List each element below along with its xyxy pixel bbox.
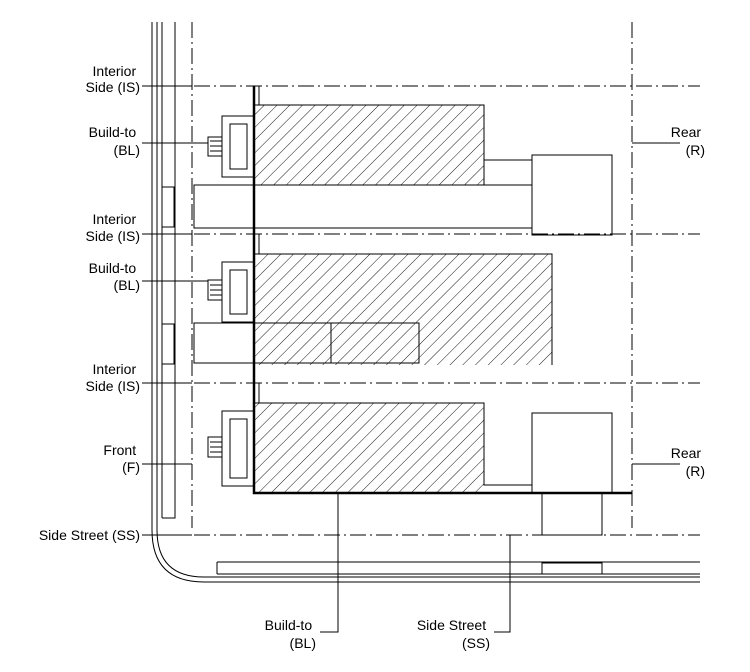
label-front: Front (F) <box>103 442 140 475</box>
sidewalk-patches <box>161 186 603 575</box>
label-side-street-left: Side Street (SS) <box>39 527 140 543</box>
labels: Interior Side (IS) Build-to (BL) Interio… <box>39 63 705 651</box>
porch-3 <box>221 410 254 487</box>
label-build-to-bottom: Build-to (BL) <box>265 617 316 651</box>
label-rear-bottom: Rear (R) <box>671 445 705 479</box>
building-1-rear <box>483 159 533 186</box>
building-3 <box>254 403 484 493</box>
label-side-street-bottom: Side Street (SS) <box>417 617 490 651</box>
label-interior-side-3: Interior Side (IS) <box>86 361 140 394</box>
driveway-3 <box>541 492 603 536</box>
street-curb-lines <box>151 22 700 583</box>
leader-lines <box>142 85 680 633</box>
accessory-2 <box>330 322 420 364</box>
building-1 <box>254 105 484 185</box>
label-interior-side-2: Interior Side (IS) <box>86 211 140 244</box>
porch-2 <box>221 261 254 323</box>
label-rear-top: Rear (R) <box>671 124 705 158</box>
label-build-to-2: Build-to (BL) <box>89 260 140 293</box>
label-build-to-1: Build-to (BL) <box>89 124 140 158</box>
accessory-3 <box>531 412 613 494</box>
setback-lines <box>142 22 700 536</box>
building-2 <box>254 254 552 365</box>
lot-3 <box>207 402 613 536</box>
accessory-1 <box>531 154 613 236</box>
porch-1 <box>221 115 254 178</box>
lot-2 <box>193 253 553 365</box>
label-interior-side-1: Interior Side (IS) <box>86 63 140 95</box>
build-to-line <box>252 86 632 495</box>
lot-1 <box>193 104 613 236</box>
